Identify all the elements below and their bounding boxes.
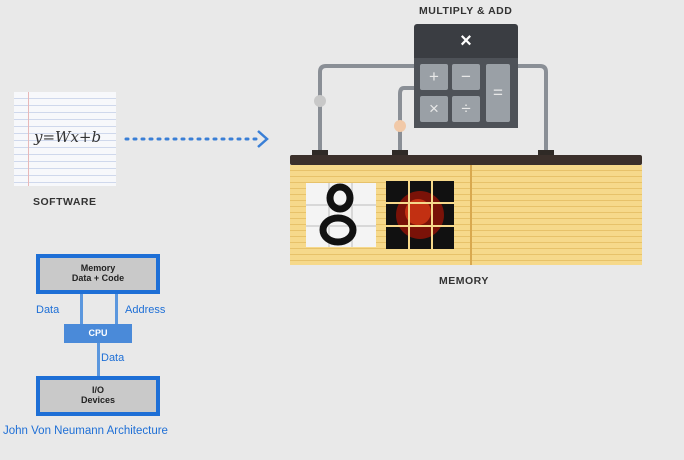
address-label: Address	[125, 304, 166, 316]
calculator-display: ×	[414, 24, 518, 58]
pipe-foot	[392, 150, 408, 158]
memory-divider	[470, 165, 472, 265]
software-label: SOFTWARE	[33, 196, 97, 208]
memory-label: MEMORY	[439, 275, 489, 287]
architecture-caption: John Von Neumann Architecture	[3, 425, 168, 437]
io-box: I/O Devices	[36, 376, 160, 416]
address-line	[115, 293, 118, 324]
data-line-bottom	[97, 343, 100, 377]
pipe-foot	[538, 150, 554, 158]
cpu-box: CPU	[64, 324, 132, 343]
multiply-icon: ×	[460, 30, 472, 52]
memory-box: Memory Data + Code	[36, 254, 160, 294]
calculator-keypad: + − × ÷ =	[414, 58, 518, 128]
mac-title: MULTIPLY & ADD	[419, 5, 513, 17]
divide-key: ÷	[452, 96, 480, 122]
plus-key: +	[420, 64, 448, 90]
minus-key: −	[452, 64, 480, 90]
times-key: ×	[420, 96, 448, 122]
software-formula: y=Wx+b	[34, 128, 102, 146]
equals-key: =	[486, 64, 510, 122]
memory-top-bar	[290, 155, 642, 165]
pipe-foot	[312, 150, 328, 158]
data-label-bottom: Data	[101, 352, 125, 364]
notepad-sheet	[14, 92, 116, 186]
data-line-left	[80, 293, 83, 324]
data-label-left: Data	[36, 304, 60, 316]
